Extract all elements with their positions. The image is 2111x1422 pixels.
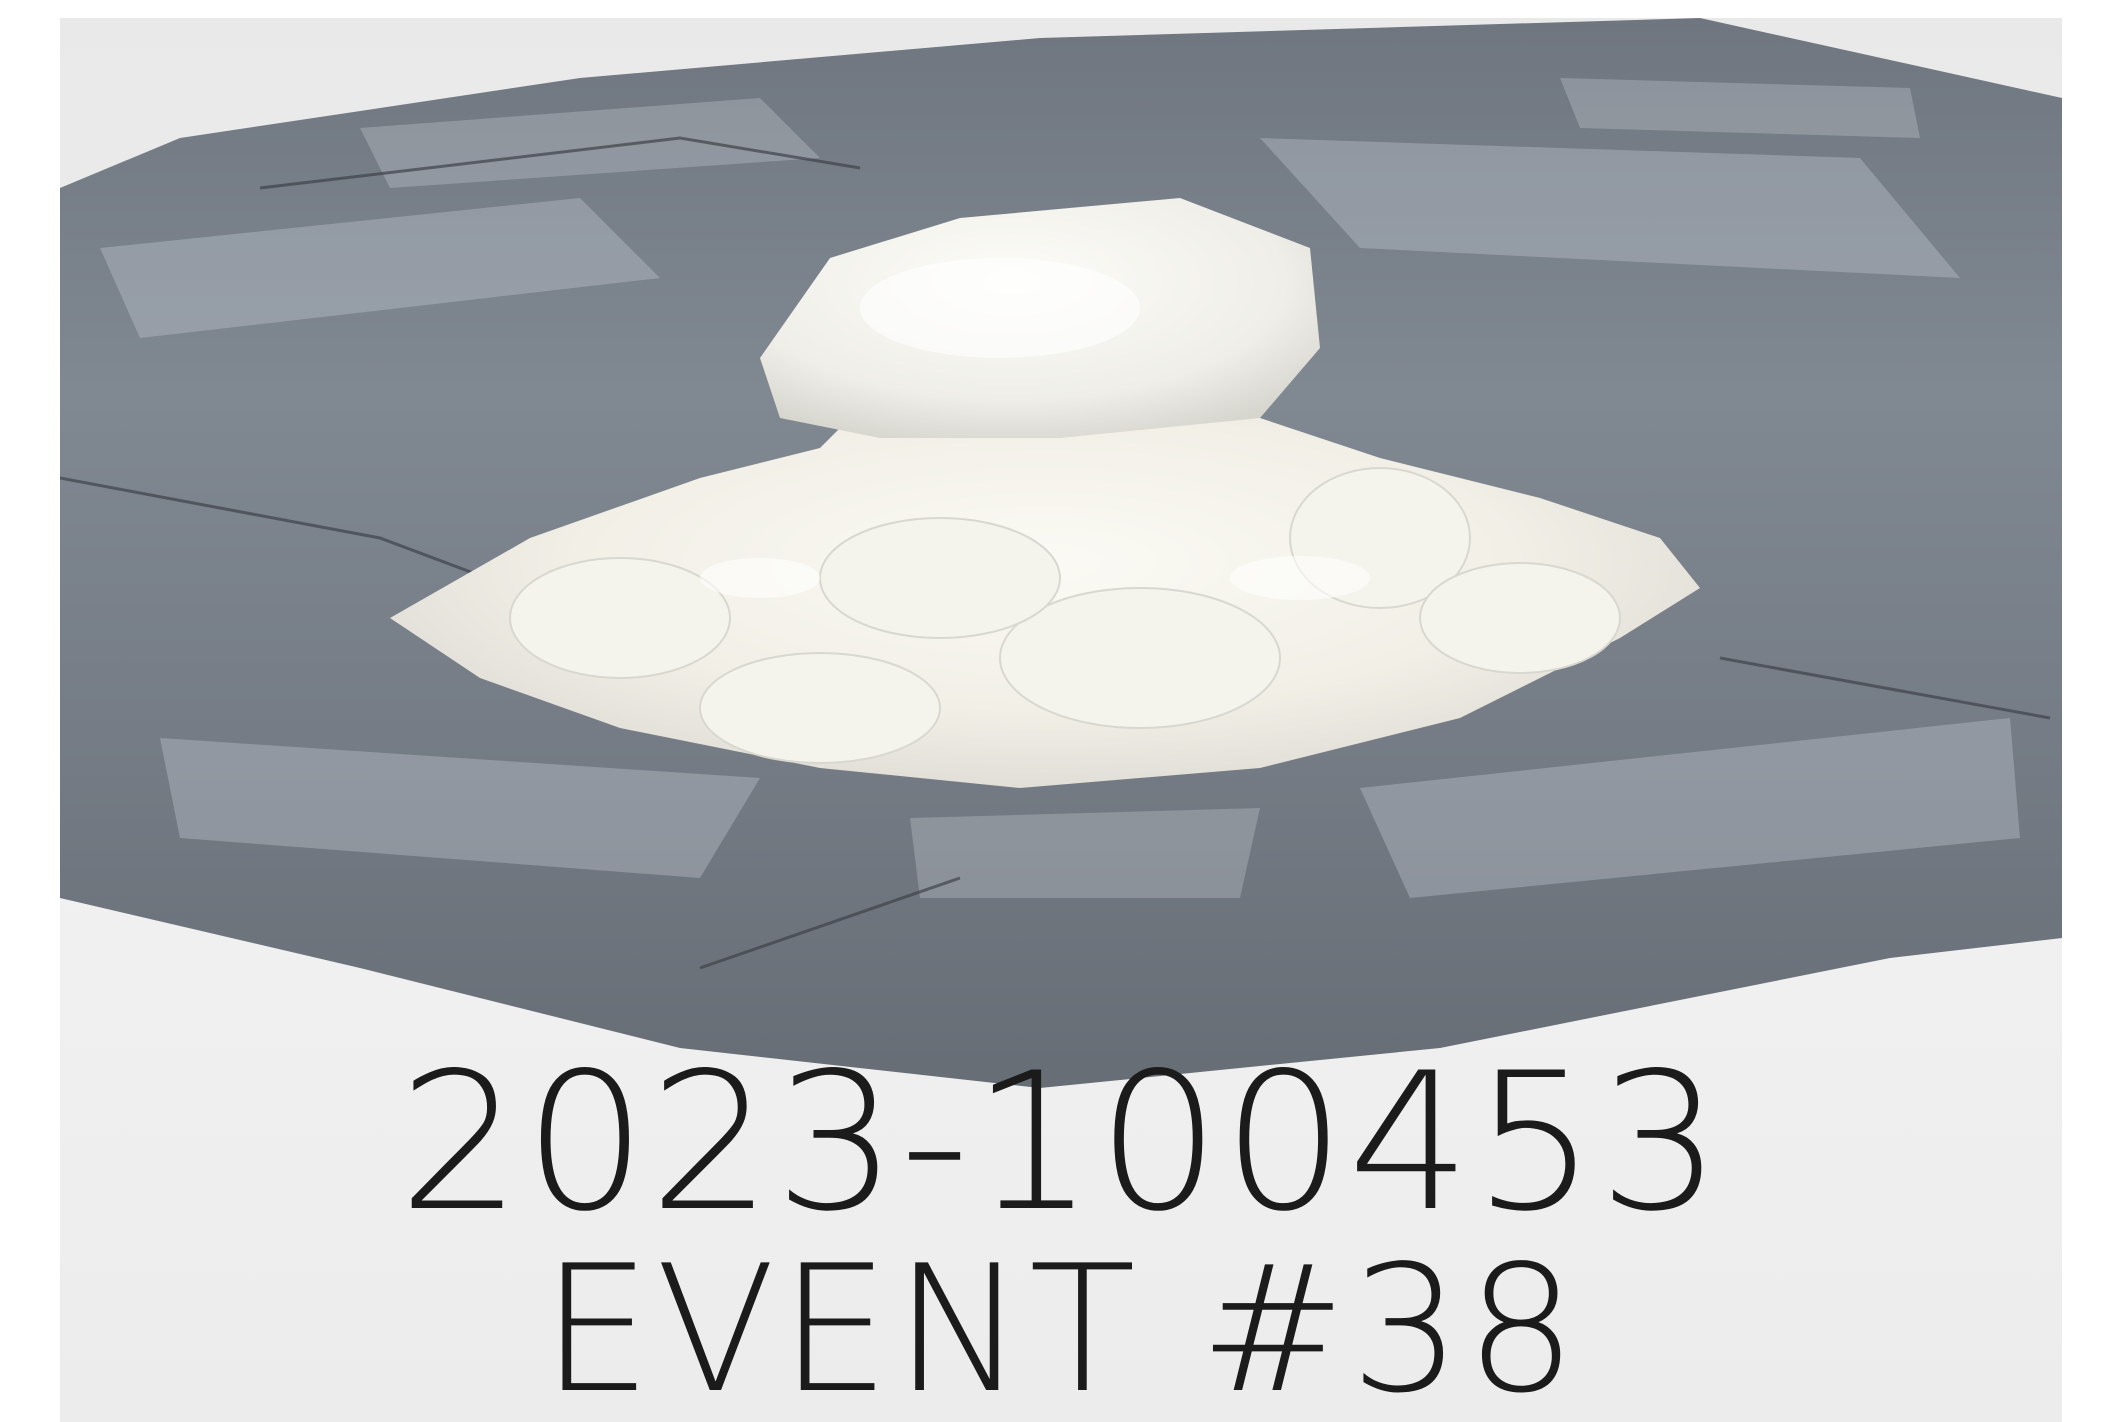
evidence-scene [60, 18, 2062, 1088]
case-number-label: 2023-100453 [398, 1032, 1724, 1253]
evidence-photo: 2023-100453 EVENT #38 [60, 18, 2062, 1422]
event-number-label: EVENT #38 [541, 1229, 1581, 1422]
